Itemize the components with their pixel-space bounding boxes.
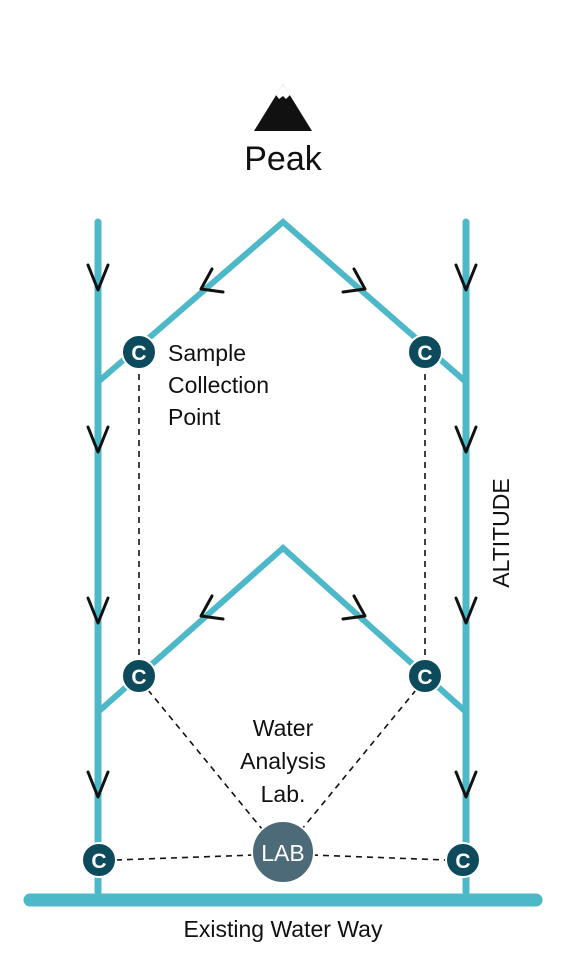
sample-collection-label: Sample Collection Point [168, 340, 269, 430]
collection-point-bottom-left: C [81, 842, 117, 878]
lab-marker-label: LAB [261, 840, 304, 866]
collection-point-lower-right: C [407, 658, 443, 694]
svg-text:Water: Water [253, 715, 314, 741]
collection-marker-label: C [131, 342, 146, 365]
upper-tributary [95, 218, 469, 385]
mountain-icon [254, 84, 312, 131]
svg-text:Sample: Sample [168, 340, 246, 366]
collection-point-lower-left: C [121, 658, 157, 694]
collection-point-bottom-right: C [445, 842, 481, 878]
sampling-network [115, 352, 447, 861]
svg-text:Lab.: Lab. [261, 781, 306, 807]
collection-marker-label: C [91, 850, 106, 873]
lower-tributary [95, 543, 469, 715]
svg-text:Point: Point [168, 404, 221, 430]
svg-text:Collection: Collection [168, 372, 269, 398]
collection-point-upper-left: C [121, 334, 157, 370]
altitude-label: ALTITUDE [488, 478, 514, 587]
collection-marker-label: C [455, 850, 470, 873]
peak-title: Peak [244, 140, 322, 178]
collection-marker-label: C [417, 666, 432, 689]
collection-marker-label: C [131, 666, 146, 689]
collection-marker-label: C [417, 342, 432, 365]
lab-marker: LAB [251, 820, 315, 884]
water-analysis-lab-label: Water Analysis Lab. [240, 715, 326, 807]
flow-arrows-tributaries [199, 267, 367, 621]
waterway-label: Existing Water Way [184, 916, 383, 942]
svg-text:Analysis: Analysis [240, 748, 326, 774]
collection-point-upper-right: C [407, 334, 443, 370]
flow-arrows-right [454, 263, 478, 799]
flow-arrows-left [86, 263, 110, 799]
